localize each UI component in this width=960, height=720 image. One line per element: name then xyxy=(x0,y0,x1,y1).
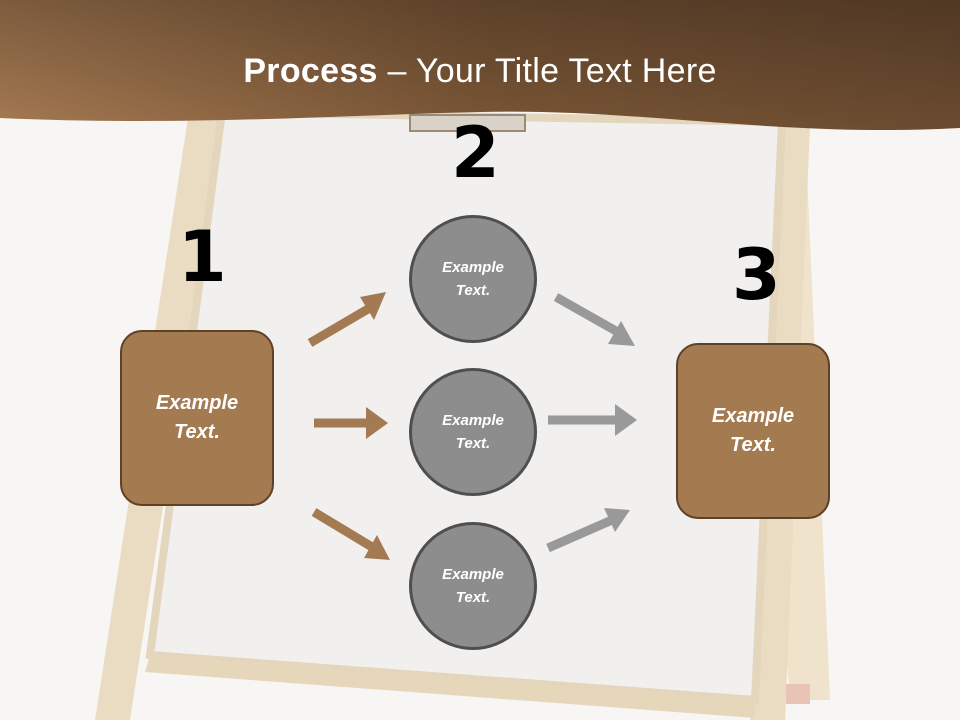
circle-center-line2: Text. xyxy=(455,435,491,452)
end-box-line2: Text. xyxy=(730,434,776,456)
end-box: Example Text. xyxy=(676,343,830,519)
title-rest: – Your Title Text Here xyxy=(377,52,717,90)
arrow-start-to-middle xyxy=(314,407,388,439)
step-number-2: 2 xyxy=(451,112,500,194)
page-title: Process – Your Title Text Here xyxy=(0,52,960,91)
arrow-start-to-top xyxy=(307,292,386,347)
circle-center-line1: Example xyxy=(442,412,504,429)
start-box-line1: Example xyxy=(155,392,239,414)
arrow-start-to-bottom xyxy=(311,508,390,560)
circle-bottom-line1: Example xyxy=(442,566,504,583)
circle-top-line2: Text. xyxy=(455,282,491,299)
middle-circle-bottom: Example Text. xyxy=(409,522,537,650)
start-box: Example Text. xyxy=(120,330,274,506)
end-box-line1: Example xyxy=(711,405,795,427)
middle-circle-top: Example Text. xyxy=(409,215,537,343)
step-number-3: 3 xyxy=(732,234,781,316)
arrow-top-to-end xyxy=(553,293,635,346)
arrow-bottom-to-end xyxy=(546,508,630,553)
circle-bottom-line2: Text. xyxy=(455,589,491,606)
middle-circle-center: Example Text. xyxy=(409,368,537,496)
title-bold: Process xyxy=(243,52,378,90)
start-box-line2: Text. xyxy=(174,421,220,443)
circle-top-line1: Example xyxy=(442,259,504,276)
arrow-middle-to-end xyxy=(548,404,637,436)
step-number-1: 1 xyxy=(178,216,227,298)
